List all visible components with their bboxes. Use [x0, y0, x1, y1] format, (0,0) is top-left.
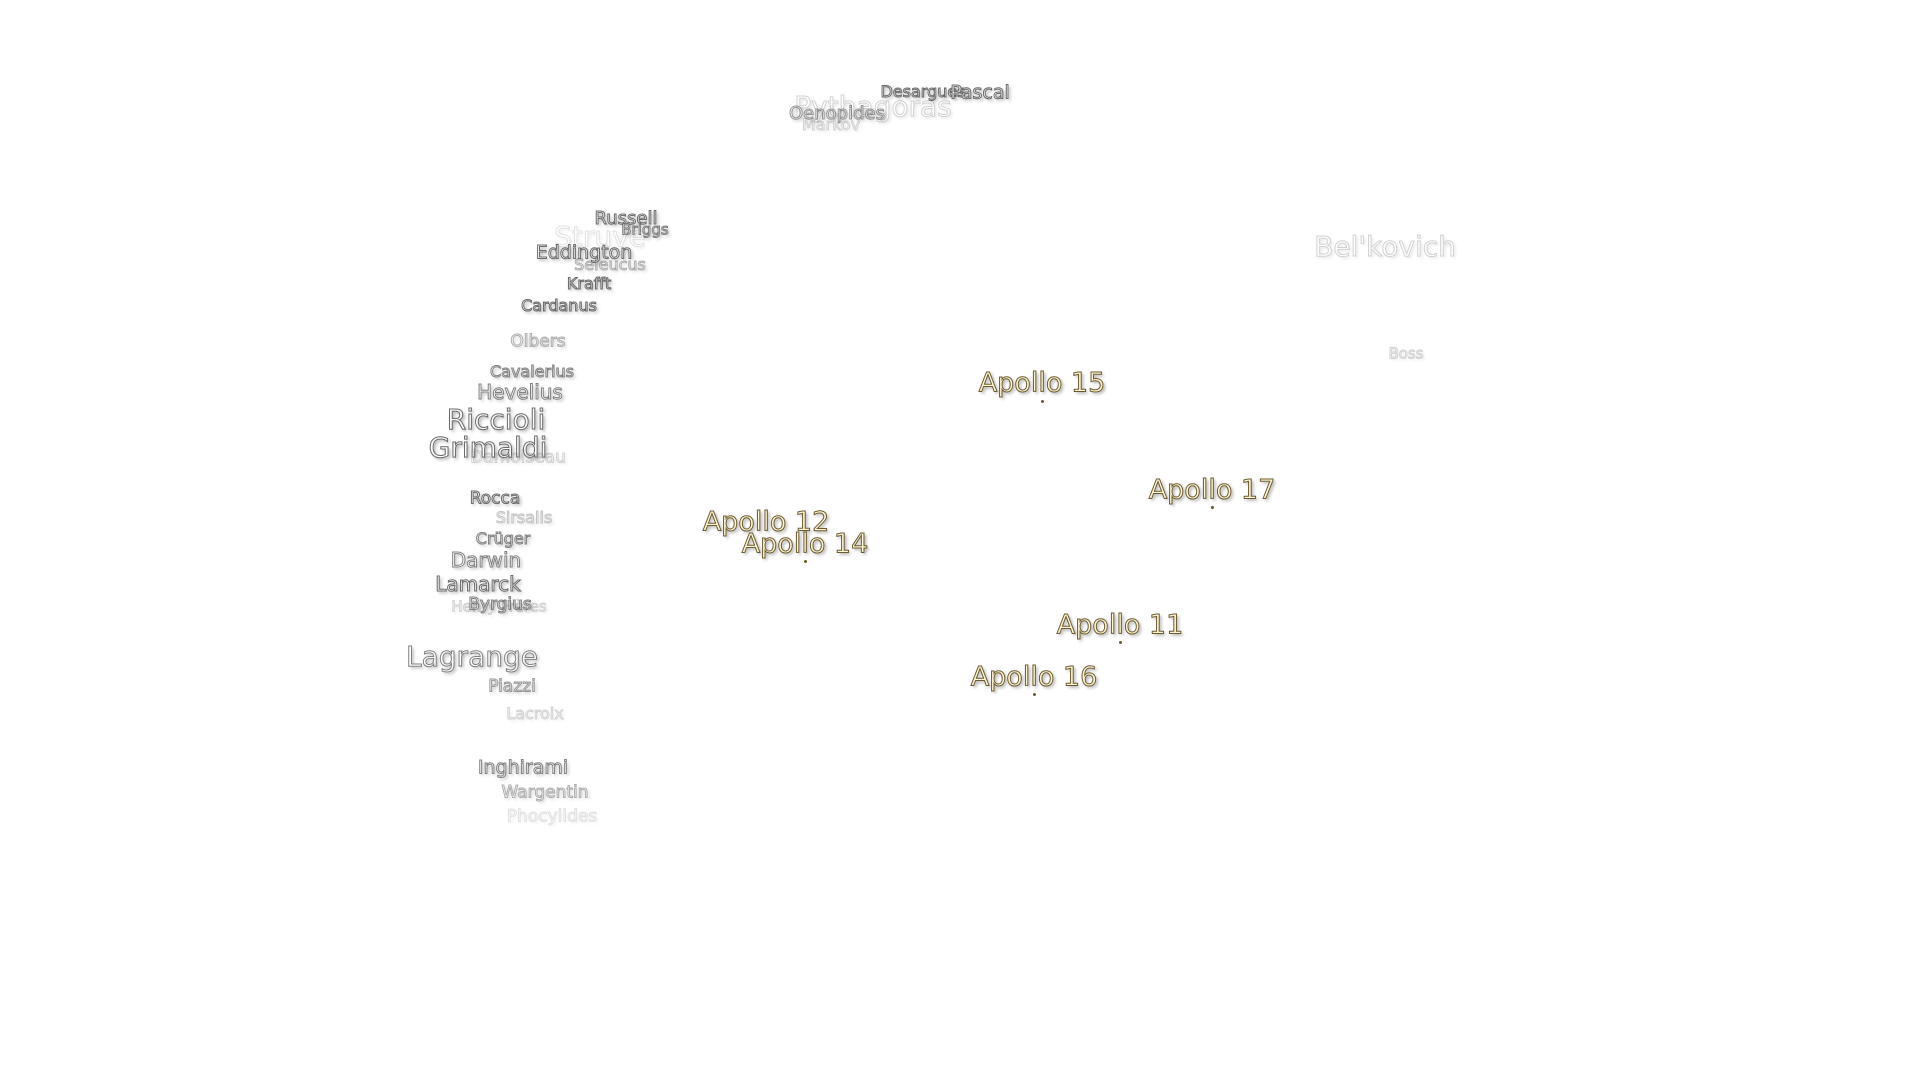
- crater-label-briggs: Briggs: [621, 220, 669, 239]
- apollo-15-site-marker[interactable]: [1041, 400, 1044, 403]
- apollo-11-label[interactable]: Apollo 11: [1056, 609, 1184, 641]
- crater-label-wargentin: Wargentin: [501, 782, 589, 803]
- crater-label-belkovich: Bel'kovich: [1314, 230, 1457, 263]
- crater-label-struve: Struve: [554, 220, 647, 253]
- apollo-11-site-marker[interactable]: [1119, 641, 1122, 644]
- crater-label-olbers: Olbers: [510, 331, 566, 352]
- crater-label-cruger: Crüger: [475, 529, 531, 548]
- crater-label-cavalerius: Cavalerius: [489, 362, 575, 381]
- crater-label-lamarck: Lamarck: [435, 572, 521, 596]
- crater-label-phocylides: Phocylides: [506, 806, 598, 827]
- crater-label-oenopides: Oenopides: [789, 103, 886, 124]
- apollo-17-site-marker[interactable]: [1211, 506, 1214, 509]
- crater-label-hevelius: Hevelius: [477, 380, 564, 404]
- apollo-14-site-marker[interactable]: [804, 560, 807, 563]
- crater-label-inghirami: Inghirami: [477, 756, 569, 779]
- crater-label-byrgius: Byrgius: [468, 594, 533, 615]
- crater-label-pascal: Pascal: [950, 81, 1011, 104]
- crater-label-rocca: Rocca: [469, 488, 521, 509]
- crater-label-sirsalis: Sirsalis: [495, 508, 553, 527]
- crater-label-lacroix: Lacroix: [506, 704, 564, 723]
- crater-label-piazzi: Piazzi: [488, 676, 537, 697]
- crater-label-lagrange: Lagrange: [406, 640, 539, 673]
- crater-label-seleucus: Seleucus: [574, 255, 647, 274]
- apollo-17-label[interactable]: Apollo 17: [1148, 474, 1276, 506]
- crater-label-cardanus: Cardanus: [521, 296, 598, 315]
- crater-label-henry-freres: Henry Frères: [451, 597, 547, 616]
- crater-label-russell: Russell: [594, 208, 658, 229]
- crater-label-damoiseau: Damoiseau: [470, 447, 567, 468]
- crater-label-markov: Markov: [801, 115, 861, 134]
- crater-label-boss: Boss: [1388, 344, 1424, 363]
- crater-label-grimaldi: Grimaldi: [428, 431, 548, 464]
- crater-label-darwin: Darwin: [450, 548, 522, 572]
- apollo-14-label[interactable]: Apollo 14: [741, 528, 869, 560]
- crater-label-pythagoras: Pythagoras: [794, 90, 952, 123]
- crater-label-krafft: Krafft: [566, 274, 612, 293]
- crater-label-eddington: Eddington: [535, 241, 633, 264]
- apollo-16-label[interactable]: Apollo 16: [970, 661, 1098, 693]
- apollo-12-label[interactable]: Apollo 12: [702, 506, 830, 538]
- apollo-16-site-marker[interactable]: [1033, 693, 1036, 696]
- crater-label-riccioli: Riccioli: [446, 403, 546, 436]
- apollo-15-label[interactable]: Apollo 15: [978, 367, 1106, 399]
- crater-label-desargues: Desargues: [880, 82, 966, 101]
